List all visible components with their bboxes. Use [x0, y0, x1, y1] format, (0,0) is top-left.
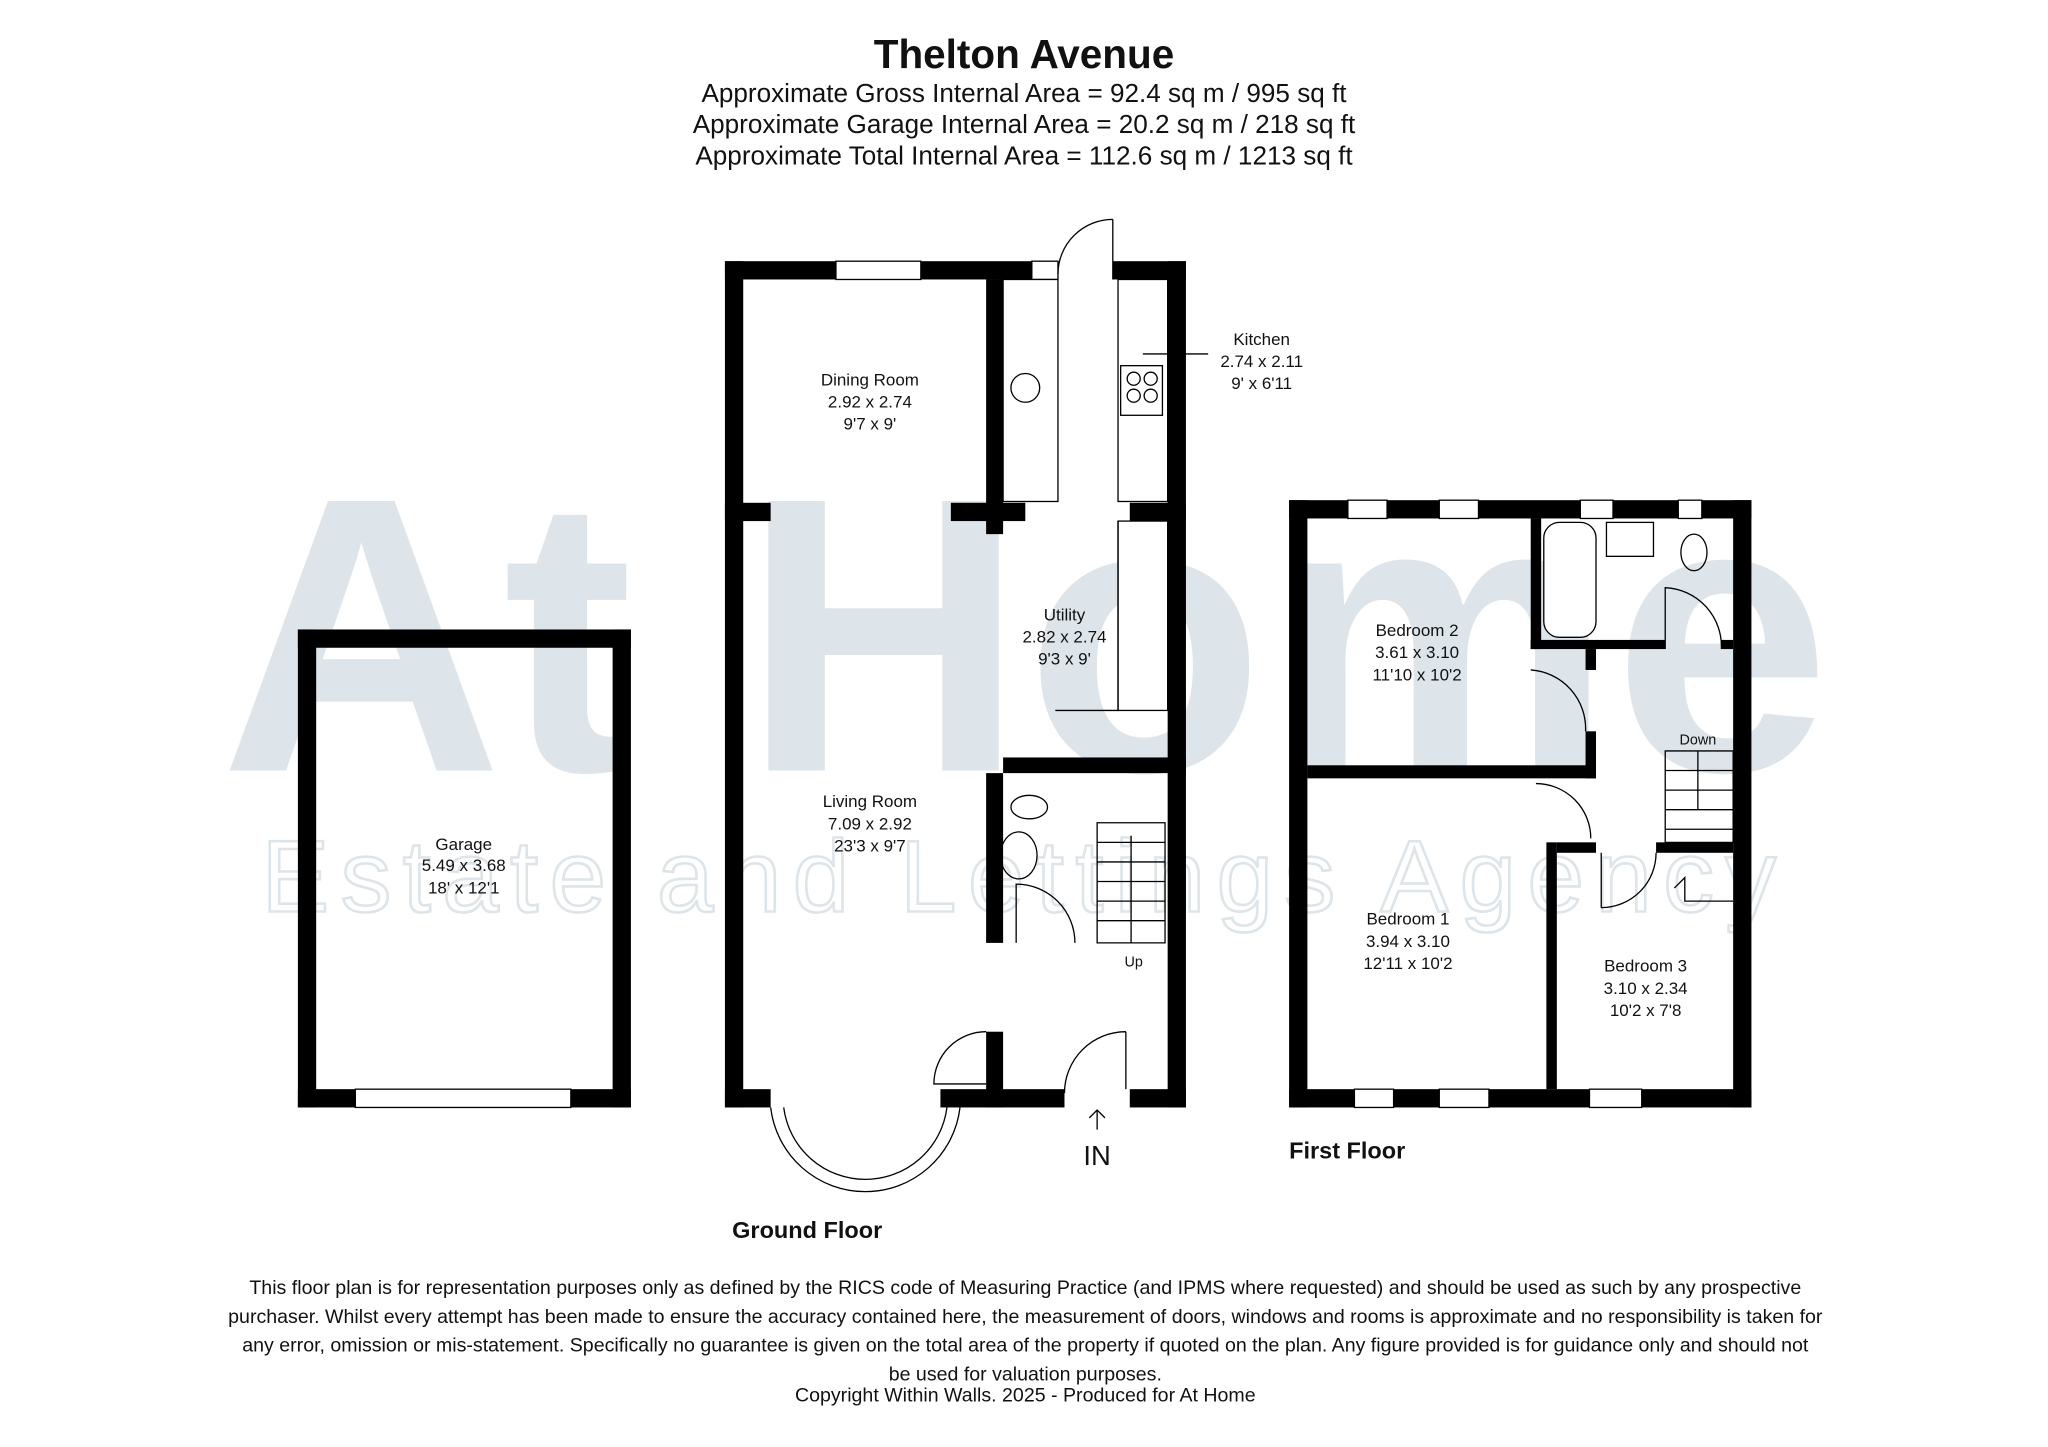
- utility-name: Utility: [1044, 605, 1086, 624]
- hob-icon: [1119, 365, 1164, 416]
- basin-icon: [999, 831, 1038, 880]
- toilet-icon: [1010, 794, 1049, 820]
- dining-room-imperial: 9'7 x 9': [844, 415, 897, 434]
- disclaimer-line: purchaser. Whilst every attempt has been…: [228, 1306, 1823, 1328]
- page-title: Thelton Avenue: [874, 31, 1175, 77]
- disclaimer: This floor plan is for representation pu…: [228, 1277, 1823, 1406]
- bay-window: [769, 1107, 961, 1193]
- kitchen-metric: 2.74 x 2.11: [1220, 352, 1303, 371]
- back-door: [1057, 218, 1114, 280]
- bedroom-2-name: Bedroom 2: [1376, 621, 1459, 640]
- garage-imperial: 18' x 12'1: [428, 878, 500, 897]
- utility-imperial: 9'3 x 9': [1038, 650, 1091, 669]
- garage-metric: 5.49 x 3.68: [422, 856, 506, 875]
- dining-room-name: Dining Room: [821, 370, 919, 389]
- kitchen-imperial: 9' x 6'11: [1231, 374, 1292, 393]
- ground-floor-plan: Up Dining Room 2.92 x 2.74 9'7 x 9' Kitc…: [724, 218, 1303, 1243]
- bedroom-3-imperial: 10'2 x 7'8: [1610, 1001, 1682, 1020]
- bedroom-3-name: Bedroom 3: [1604, 957, 1687, 976]
- bedroom-2-metric: 3.61 x 3.10: [1375, 643, 1459, 662]
- first-floor-label: First Floor: [1289, 1137, 1405, 1163]
- utility-metric: 2.82 x 2.74: [1023, 628, 1107, 647]
- garage-door: [354, 1088, 572, 1109]
- first-floor-plan: Down Bedroom 2 3.61 x 3.10 11'10 x 10'2 …: [1289, 499, 1752, 1163]
- stairs-down-label: Down: [1680, 732, 1717, 748]
- basin-icon: [1605, 521, 1655, 557]
- ground-floor-label: Ground Floor: [732, 1217, 882, 1243]
- total-area: Approximate Total Internal Area = 112.6 …: [695, 141, 1353, 171]
- bedroom-3-metric: 3.10 x 2.34: [1604, 979, 1688, 998]
- kitchen-name: Kitchen: [1233, 330, 1290, 349]
- bedroom-2-imperial: 11'10 x 10'2: [1372, 665, 1461, 684]
- disclaimer-line: be used for valuation purposes.: [889, 1363, 1162, 1385]
- stairs-up: [1096, 822, 1166, 944]
- entrance-label: IN: [1083, 1140, 1110, 1171]
- front-door: [1063, 1031, 1127, 1094]
- entrance-arrow-icon: [1088, 1109, 1106, 1130]
- garage-plan: Garage 5.49 x 3.68 18' x 12'1: [297, 629, 631, 1109]
- toilet-icon: [1680, 533, 1708, 572]
- living-room-name: Living Room: [823, 792, 917, 811]
- gross-area: Approximate Gross Internal Area = 92.4 s…: [701, 78, 1347, 108]
- living-room-imperial: 23'3 x 9'7: [834, 836, 906, 855]
- garage-area: Approximate Garage Internal Area = 20.2 …: [693, 109, 1356, 139]
- bedroom-1-imperial: 12'11 x 10'2: [1363, 954, 1452, 973]
- living-room-metric: 7.09 x 2.92: [828, 814, 912, 833]
- bath-icon: [1543, 521, 1597, 638]
- disclaimer-line: any error, omission or mis-statement. Sp…: [242, 1335, 1809, 1357]
- bedroom-1-metric: 3.94 x 3.10: [1366, 932, 1450, 951]
- copyright: Copyright Within Walls. 2025 - Produced …: [795, 1384, 1256, 1406]
- sink-icon: [1010, 372, 1041, 403]
- stairs-down: [1664, 750, 1734, 843]
- dining-room-metric: 2.92 x 2.74: [828, 392, 912, 411]
- bedroom-1-name: Bedroom 1: [1366, 910, 1449, 929]
- garage-name: Garage: [435, 835, 492, 854]
- stairs-up-label: Up: [1125, 954, 1143, 970]
- disclaimer-line: This floor plan is for representation pu…: [249, 1277, 1801, 1299]
